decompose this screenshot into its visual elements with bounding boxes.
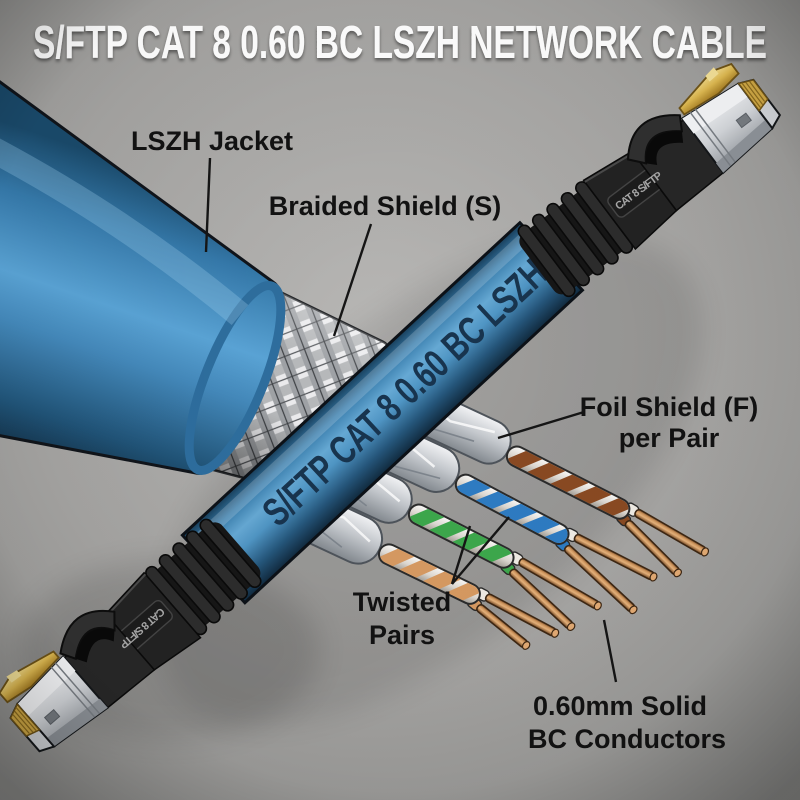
label-bc-conductors-line1: 0.60mm Solid (533, 691, 707, 721)
label-braided-shield: Braided Shield (S) (269, 191, 502, 221)
label-twisted-pairs-line2: Pairs (369, 620, 435, 650)
label-foil-shield-line2: per Pair (619, 423, 720, 453)
label-twisted-pairs-line1: Twisted (353, 587, 452, 617)
label-foil-shield-line1: Foil Shield (F) (580, 392, 758, 422)
page-title: S/FTP CAT 8 0.60 BC LSZH NETWORK CABLE (33, 16, 767, 68)
label-bc-conductors-line2: BC Conductors (528, 724, 726, 754)
label-lszh-jacket: LSZH Jacket (131, 126, 293, 156)
